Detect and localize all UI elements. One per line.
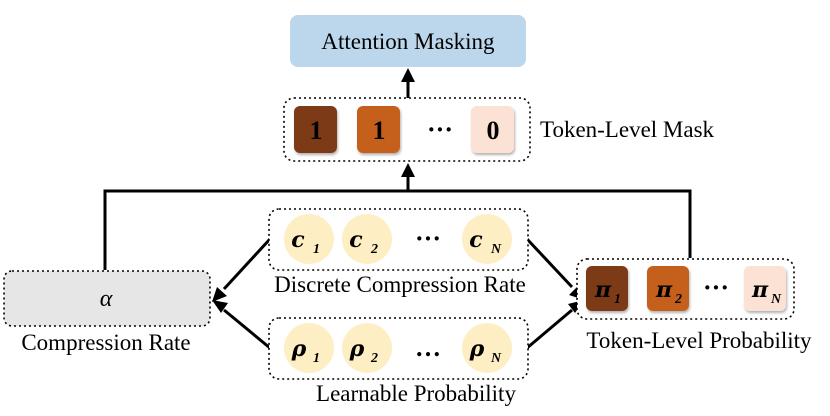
- mask-token-1-value: 1: [310, 116, 323, 145]
- learnable-probability-label: Learnable Probability: [316, 381, 516, 406]
- learnable-probability-box: [268, 317, 529, 380]
- merge-path: [103, 189, 692, 270]
- mask-token-2-value: 1: [373, 116, 386, 145]
- token-level-mask-label: Token-Level Mask: [540, 117, 715, 142]
- cn-subscript: N: [490, 242, 502, 257]
- c2-subscript: 2: [370, 242, 378, 257]
- discrete-ellipsis: ···: [415, 224, 441, 253]
- c2-circle: [342, 214, 392, 264]
- arrowhead-mask: [401, 163, 415, 177]
- arrowhead-rate-lower: [212, 300, 228, 313]
- rho2-circle: [342, 323, 392, 373]
- pin-symbol: π: [751, 277, 769, 303]
- pi1-subscript: 1: [614, 292, 621, 307]
- token-level-mask-box: [283, 97, 531, 162]
- probability-ellipsis: ···: [703, 273, 729, 302]
- pi2-subscript: 2: [674, 292, 682, 307]
- mask-token-1: [294, 106, 337, 153]
- c2-symbol: c: [349, 227, 363, 253]
- cn-symbol: c: [469, 227, 483, 253]
- rhon-circle: [462, 323, 512, 373]
- compression-rate-label: Compression Rate: [21, 330, 190, 355]
- compression-rate-node: α Compression Rate: [3, 270, 211, 355]
- pin-token: [744, 266, 786, 311]
- discrete-compression-rate-box: [268, 208, 529, 271]
- learnable-probability-node: ρ 1 ρ 2 … ρ N Learnable Probability: [268, 317, 529, 406]
- pin-subscript: N: [770, 292, 782, 307]
- arrow-discrete-to-rate: [222, 237, 272, 291]
- compression-rate-box: [3, 270, 211, 327]
- rho1-circle: [284, 323, 334, 373]
- arrow-discrete-to-prob: [525, 237, 574, 289]
- c1-symbol: c: [291, 227, 305, 253]
- mask-ellipsis: ···: [427, 115, 453, 144]
- attention-masking-label: Attention Masking: [321, 29, 495, 54]
- pi2-token: [647, 266, 689, 311]
- rhon-symbol: ρ: [469, 336, 485, 362]
- arrow-learnable-to-prob: [526, 308, 573, 350]
- token-level-mask-node: 1 1 ··· 0 Token-Level Mask: [283, 97, 715, 162]
- attention-masking-box: [290, 15, 526, 67]
- learnable-ellipsis: …: [415, 333, 441, 362]
- alpha-symbol: α: [100, 286, 113, 312]
- token-level-probability-node: π 1 π 2 ··· π N Token-Level Probability: [576, 258, 812, 353]
- c1-subscript: 1: [313, 242, 320, 257]
- token-level-probability-label: Token-Level Probability: [586, 328, 812, 353]
- mask-token-2: [357, 106, 400, 153]
- discrete-compression-rate-label: Discrete Compression Rate: [274, 272, 526, 297]
- cn-circle: [462, 214, 512, 264]
- mask-token-n-value: 0: [487, 116, 500, 145]
- arrowhead-rate-upper: [212, 287, 227, 302]
- attention-masking-node: Attention Masking: [290, 15, 526, 67]
- discrete-compression-rate-node: c 1 c 2 ··· c N Discrete Compression Rat…: [268, 208, 529, 297]
- rho2-subscript: 2: [370, 351, 378, 366]
- arrowhead-attention: [401, 68, 415, 82]
- arrow-learnable-to-rate: [223, 308, 271, 350]
- c1-circle: [284, 214, 334, 264]
- pi1-symbol: π: [594, 277, 612, 303]
- mask-token-n: [471, 106, 514, 153]
- rho1-symbol: ρ: [291, 336, 307, 362]
- rho2-symbol: ρ: [349, 336, 365, 362]
- rhon-subscript: N: [490, 351, 502, 366]
- rho1-subscript: 1: [313, 351, 320, 366]
- pi1-token: [586, 266, 628, 311]
- pi2-symbol: π: [655, 277, 673, 303]
